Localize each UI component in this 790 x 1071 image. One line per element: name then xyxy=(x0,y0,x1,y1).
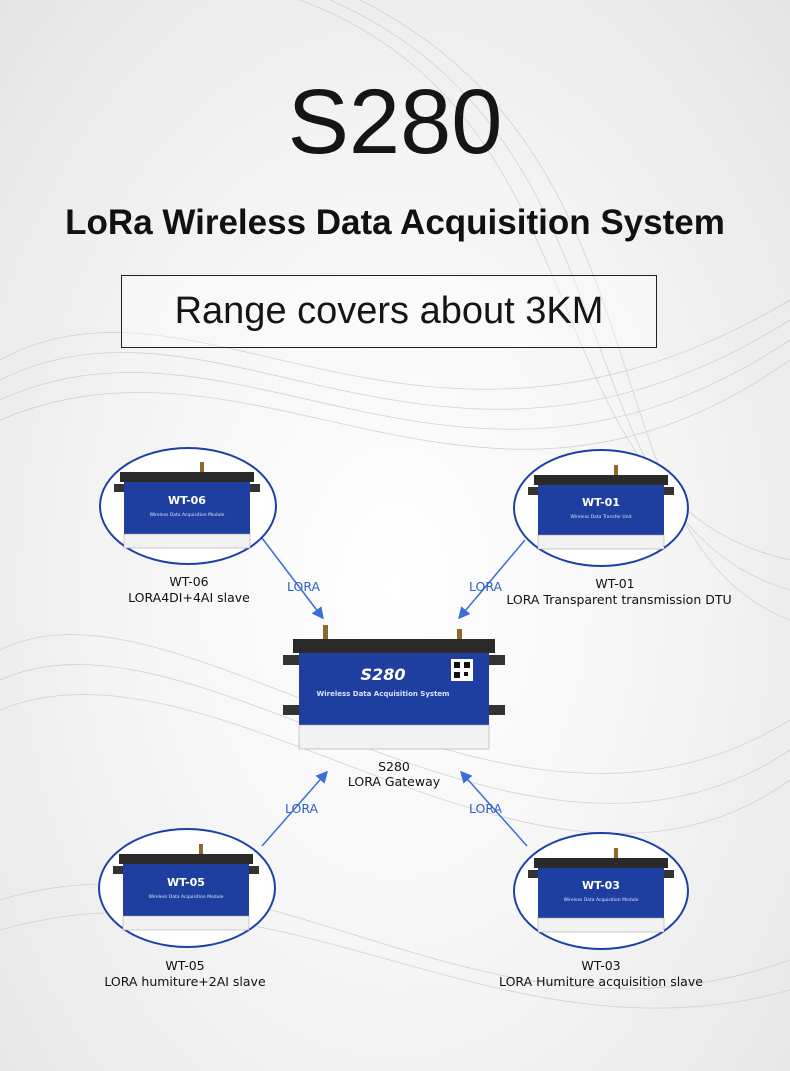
wt05-device-label: WT-05 xyxy=(167,876,205,889)
wt03-device: WT-03 Wireless Data Acquisition Module xyxy=(528,848,674,933)
lora-label-wt05: LORA xyxy=(285,801,319,816)
s280-device-label: S280 xyxy=(361,665,406,684)
s280-caption-desc: LORA Gateway xyxy=(347,774,441,789)
wt03-caption-name: WT-03 xyxy=(581,958,621,973)
s280-device: S280 Wireless Data Acquisition System xyxy=(283,625,505,750)
wt06-module-text: Wireless Data Acquisition Module xyxy=(150,512,225,518)
wt05-module-text: Wireless Data Acquisition Module xyxy=(149,894,224,900)
s280-module-text: Wireless Data Acquisition System xyxy=(317,690,450,698)
wt06-caption-name: WT-06 xyxy=(169,574,209,589)
wt05-caption-desc: LORA humiture+2AI slave xyxy=(104,974,266,989)
wt01-caption-name: WT-01 xyxy=(595,576,635,591)
wt03-device-label: WT-03 xyxy=(582,879,620,892)
wt01-device-label: WT-01 xyxy=(582,496,620,509)
wt05-device: WT-05 Wireless Data Acquisition Module xyxy=(113,844,259,931)
wt01-module-text: Wireless Data Transfer Unit xyxy=(570,514,631,520)
lora-label-wt01: LORA xyxy=(469,579,503,594)
wt06-caption-desc: LORA4DI+4AI slave xyxy=(128,590,250,605)
page-subtitle: LoRa Wireless Data Acquisition System xyxy=(65,203,725,242)
range-box: Range covers about 3KM xyxy=(121,275,657,348)
lora-label-wt06: LORA xyxy=(287,579,321,594)
wt05-caption-name: WT-05 xyxy=(165,958,205,973)
wt03-caption-desc: LORA Humiture acquisition slave xyxy=(499,974,703,989)
wt06-device: WT-06 Wireless Data Acquisition Module xyxy=(114,462,260,549)
s280-caption-name: S280 xyxy=(378,759,410,774)
wt01-caption-desc: LORA Transparent transmission DTU xyxy=(506,592,732,607)
range-text: Range covers about 3KM xyxy=(174,290,604,332)
wt03-module-text: Wireless Data Acquisition Module xyxy=(564,897,639,903)
page-title: S280 xyxy=(287,71,503,173)
lora-label-wt03: LORA xyxy=(469,801,503,816)
wt06-device-label: WT-06 xyxy=(168,494,206,507)
wt01-device: WT-01 Wireless Data Transfer Unit xyxy=(528,465,674,550)
